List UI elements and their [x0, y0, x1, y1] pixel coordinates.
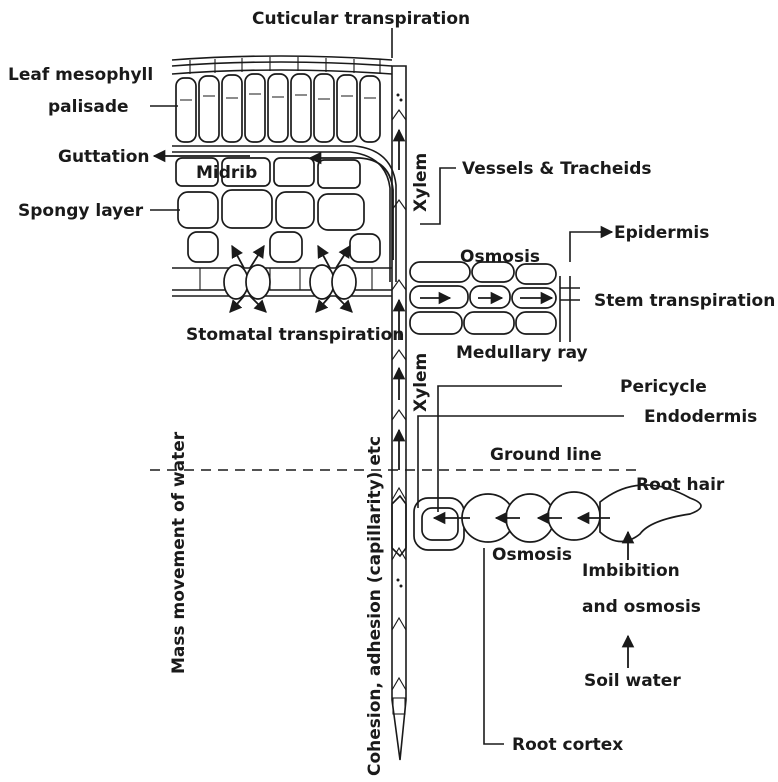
- label-root-hair: Root hair: [636, 475, 725, 495]
- leaf-lower-epidermis: [172, 268, 392, 296]
- label-soil-water: Soil water: [584, 671, 681, 691]
- label-and-osmosis: and osmosis: [582, 597, 701, 617]
- label-endodermis: Endodermis: [644, 407, 757, 427]
- label-imbibition: Imbibition: [582, 561, 680, 581]
- label-ground-line: Ground line: [490, 445, 602, 465]
- leaf-section: [154, 56, 396, 312]
- label-vessels-tracheids: Vessels & Tracheids: [462, 159, 652, 179]
- label-epidermis: Epidermis: [614, 223, 709, 243]
- label-palisade: palisade: [48, 97, 129, 117]
- label-root-cortex: Root cortex: [512, 735, 623, 755]
- label-xylem-top: Xylem: [411, 153, 431, 212]
- label-medullary-ray: Medullary ray: [456, 343, 588, 363]
- leaf-palisade-cells: [176, 74, 380, 142]
- label-osmosis-top: Osmosis: [460, 247, 540, 267]
- label-midrib: Midrib: [196, 163, 257, 183]
- leaf-upper-epidermis: [172, 56, 392, 74]
- label-pericycle: Pericycle: [620, 377, 707, 397]
- stoma-left: [224, 246, 270, 312]
- xylem-vessel: [392, 66, 406, 760]
- label-guttation: Guttation: [58, 147, 150, 167]
- stoma-right: [310, 246, 356, 312]
- label-cohesion-adhesion: Cohesion, adhesion (capillarity) etc: [365, 436, 385, 776]
- label-xylem-mid: Xylem: [411, 353, 431, 412]
- label-stem-transpiration: Stem transpiration: [594, 291, 775, 311]
- leaf-spongy-cells: [178, 190, 380, 262]
- label-stomatal-transpiration: Stomatal transpiration: [186, 325, 404, 345]
- label-leaf-mesophyll: Leaf mesophyll: [8, 65, 153, 85]
- leader-lines: [150, 28, 624, 744]
- label-osmosis-root: Osmosis: [492, 545, 572, 565]
- label-spongy-layer: Spongy layer: [18, 201, 144, 221]
- label-mass-movement: Mass movement of water: [169, 431, 189, 674]
- label-cuticular-transpiration: Cuticular transpiration: [252, 9, 470, 29]
